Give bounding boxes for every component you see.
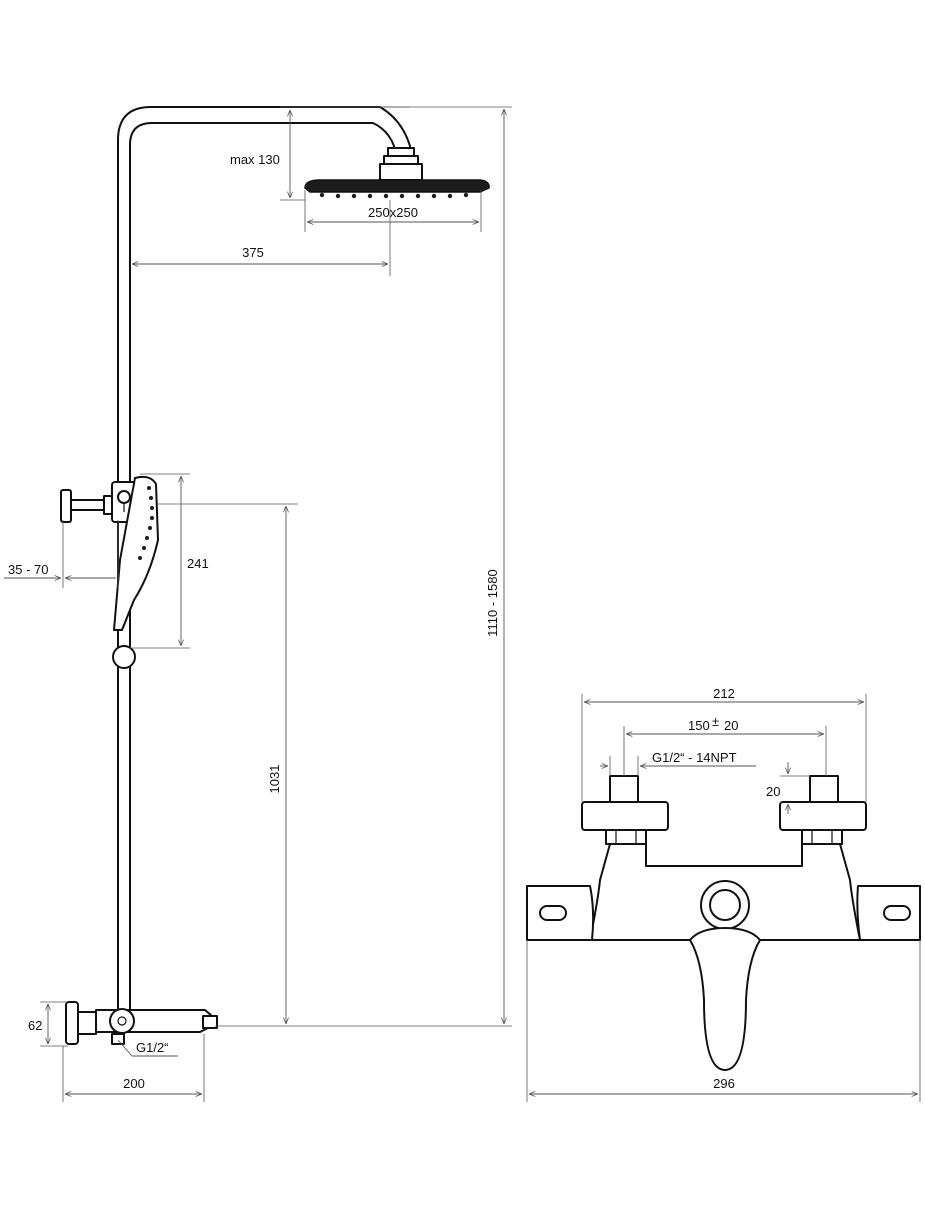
riser-pipe-inner: [129, 122, 395, 1031]
dimensions-right: 212 150 ± 20 G1/2“ - 14NPT 20 296: [526, 686, 921, 1102]
mixer-front-view: [526, 775, 921, 1071]
mixer-eccentric: [77, 1011, 97, 1035]
hand-shower-icon: [113, 475, 159, 631]
hand-shower-nozzles: [138, 486, 154, 560]
mixer-width-label: 296: [713, 1076, 735, 1091]
shower-column-side-view: [60, 106, 490, 1045]
nut-left: [605, 829, 647, 845]
hose-outlet: [111, 1033, 125, 1045]
eccentric-right: [809, 775, 839, 803]
wall-cover-left: [581, 801, 669, 831]
riser-pipe-outer: [117, 106, 411, 1031]
arm-reach-label: 375: [242, 245, 264, 260]
centres-label: 150: [688, 718, 710, 733]
diverter-knob-icon: [109, 1008, 135, 1034]
holder-height-label: 1031: [267, 765, 282, 794]
connection-label: G1/2“: [136, 1040, 169, 1055]
plus-minus-icon: ±: [712, 714, 719, 729]
wall-cover-right: [779, 801, 867, 831]
centres-tolerance-label: 20: [724, 718, 738, 733]
bath-spout: [202, 1015, 218, 1029]
bracket-nut: [103, 495, 113, 515]
projection-label: 200: [123, 1076, 145, 1091]
shower-head-nozzles: [319, 192, 469, 199]
dimensions-left: max 130 250x250 375 1110 - 1580 35 - 70 …: [4, 106, 512, 1102]
handle-slot-right: [883, 905, 911, 921]
hose-connector-icon: [112, 645, 136, 669]
head-connector: [387, 147, 415, 157]
wall-rosette-lower: [65, 1001, 79, 1045]
wall-rosette-upper: [60, 489, 72, 523]
headrest-height-label: max 130: [230, 152, 280, 167]
handle-slot-left: [539, 905, 567, 921]
eccentric-depth-label: 20: [766, 784, 780, 799]
mixer-height-label: 62: [28, 1018, 42, 1033]
head-swivel: [379, 163, 423, 181]
head-size-label: 250x250: [368, 205, 418, 220]
handshower-length-label: 241: [187, 556, 209, 571]
width-outer-label: 212: [713, 686, 735, 701]
total-height-label: 1110 - 1580: [485, 569, 500, 636]
eccentric-left: [609, 775, 639, 803]
wall-gap-label: 35 - 70: [8, 562, 48, 577]
slider-knob-icon: [117, 490, 131, 504]
bath-spout-front: [689, 927, 761, 1071]
nut-right: [801, 829, 843, 845]
shower-head-icon: [304, 179, 490, 193]
thread-label: G1/2“ - 14NPT: [652, 750, 737, 765]
head-connector-ring: [383, 155, 419, 165]
